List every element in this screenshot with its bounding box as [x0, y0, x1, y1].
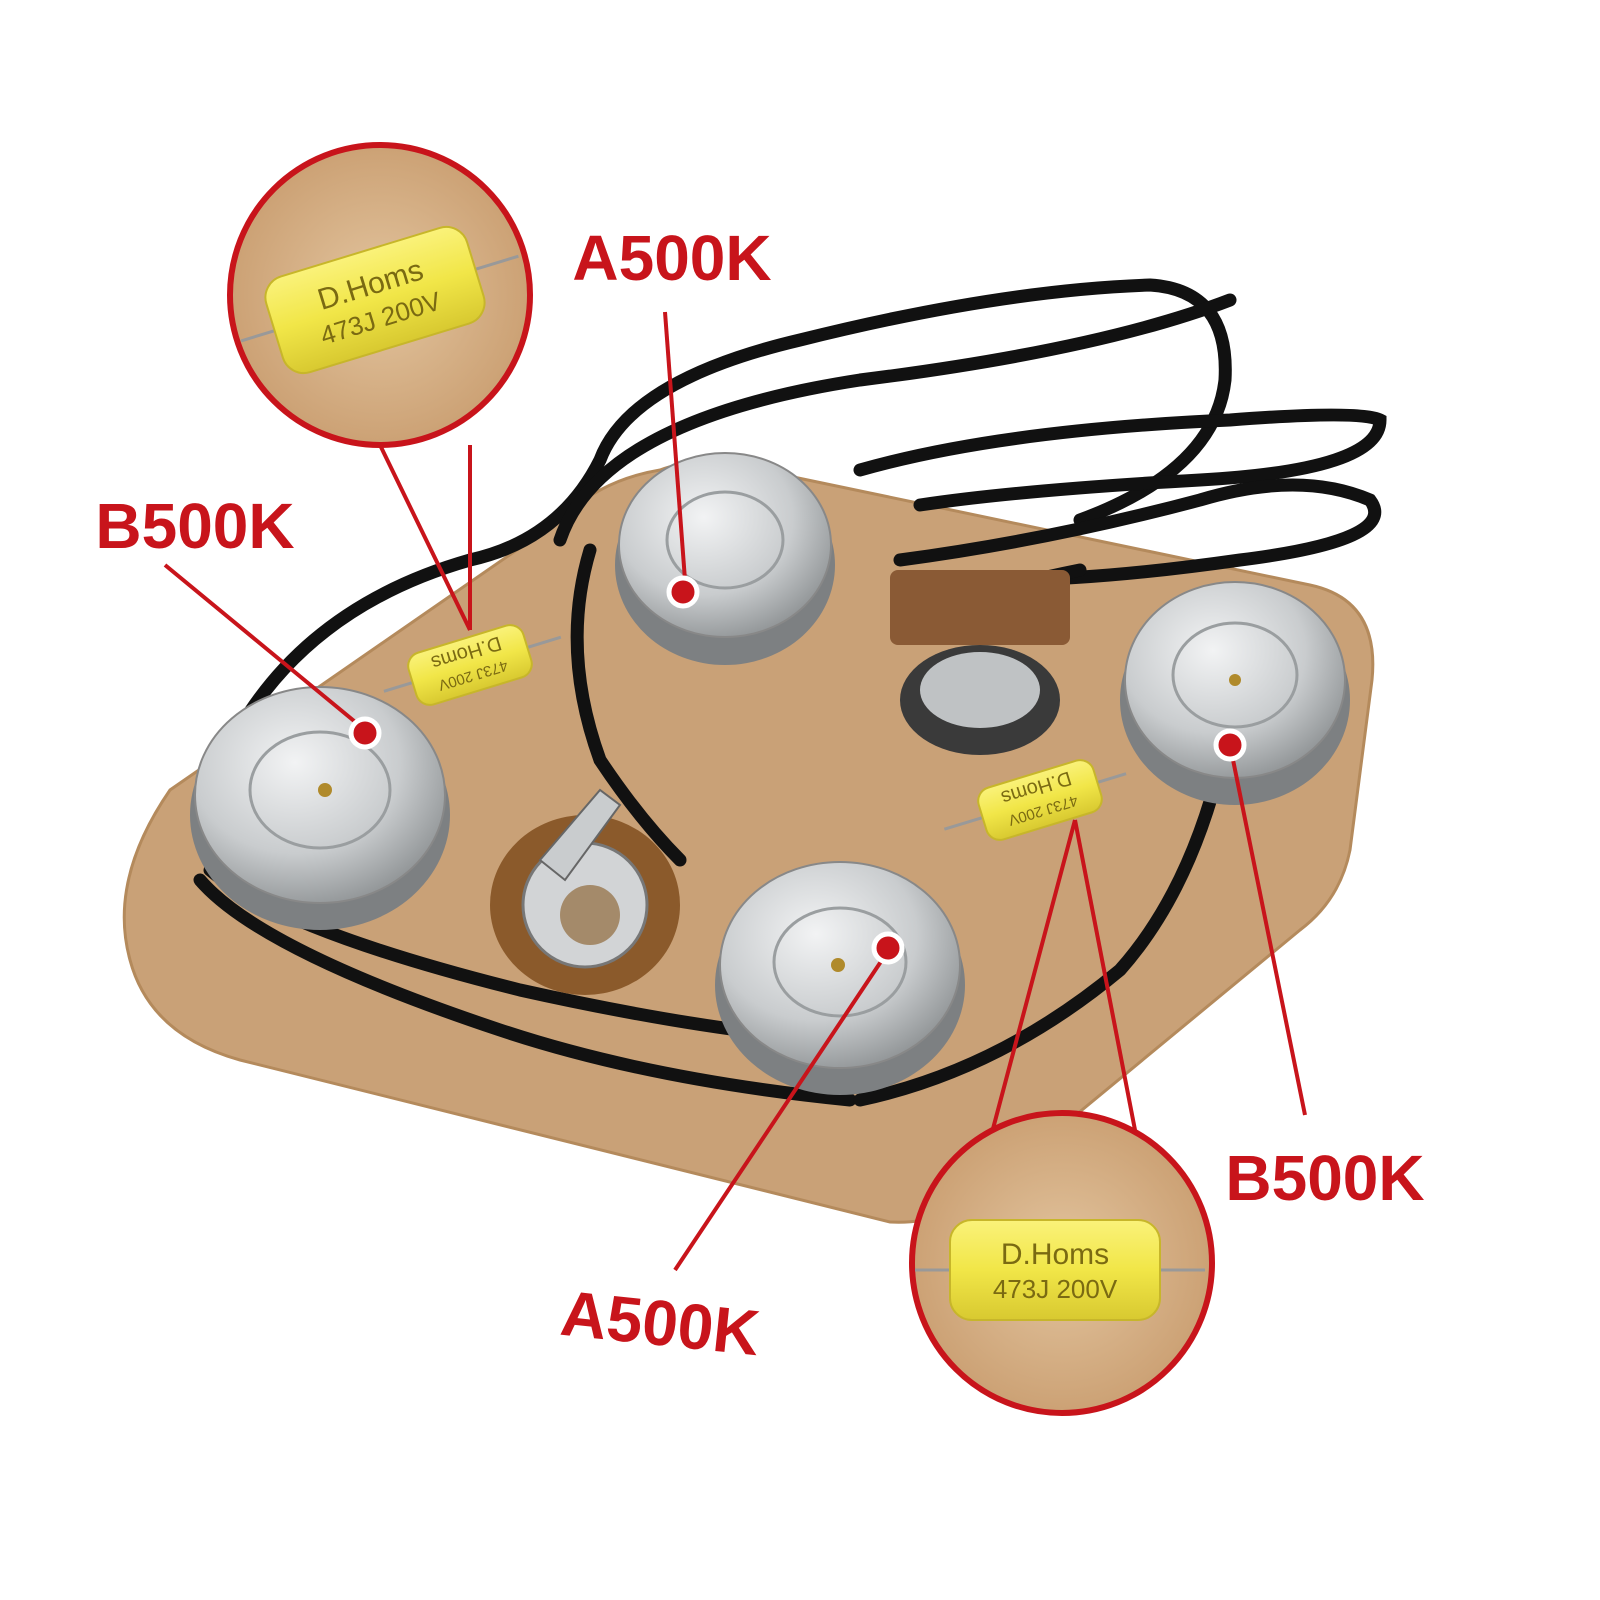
pot-right [1120, 581, 1350, 805]
zoom-circle-bottom: D.Homs 473J 200V [909, 1110, 1215, 1416]
pot-top [615, 452, 835, 665]
pot-bottom [715, 861, 965, 1095]
label-left-pot: B500K [95, 490, 294, 562]
capacitor-left: D.Homs 473J 200V [383, 624, 562, 706]
callout-dots [348, 575, 1247, 965]
label-top-pot: A500K [572, 222, 771, 294]
output-jack [490, 788, 680, 995]
callout-lines [163, 311, 1307, 1272]
zoom-circle-top: D.Homs 473J 200V [227, 142, 533, 448]
label-bottom-pot: A500K [557, 1277, 763, 1369]
zoom-bottom-brand: D.Homs [1001, 1238, 1109, 1271]
capacitor-right: D.Homs 473J 200V [943, 759, 1127, 841]
pot-left [190, 686, 450, 930]
toggle-switch [890, 570, 1070, 755]
zoom-bottom-rating: 473J 200V [993, 1274, 1118, 1304]
label-right-pot: B500K [1225, 1142, 1424, 1214]
